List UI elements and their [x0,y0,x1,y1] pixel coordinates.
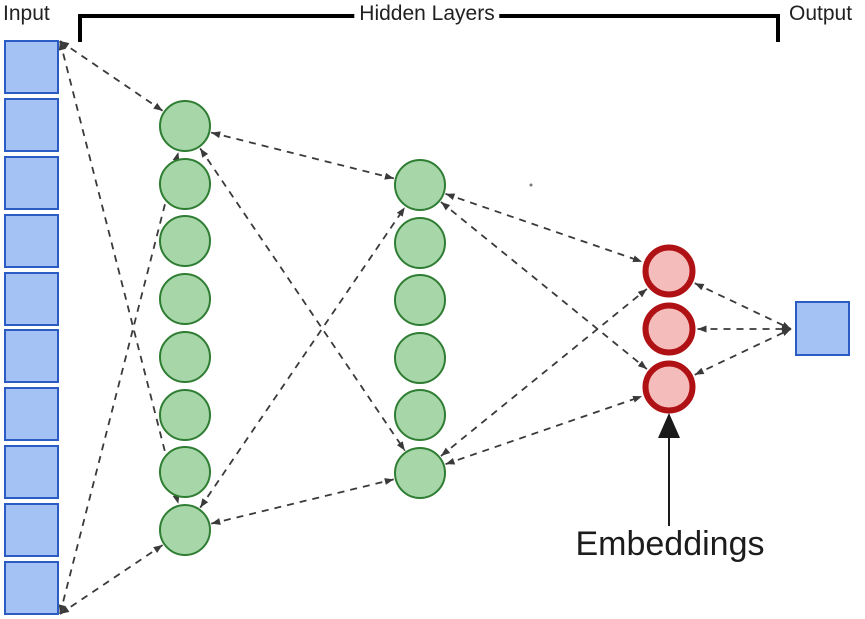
connection-line [694,328,792,376]
connection-line [694,282,792,330]
hidden1-node [159,273,211,325]
connection-line [199,147,406,452]
connection-line [445,395,643,466]
connection-line [199,206,406,509]
embeddings-label: Embeddings [575,525,765,563]
connection-line [59,40,164,112]
connection-line [58,151,180,615]
input-node [4,40,59,94]
connection-line [440,288,648,457]
hidden2-node [394,389,446,441]
hidden1-node [159,215,211,267]
input-node [4,387,59,441]
hidden1-node [159,389,211,441]
hidden1-node [159,158,211,210]
hidden-layers-label: Hidden Layers [354,2,500,26]
hidden2-node [394,274,446,326]
embedding-node [642,360,696,414]
output-node [795,301,850,356]
connection-line [211,478,394,525]
hidden1-node [159,446,211,498]
hidden1-node [159,504,211,556]
hidden1-node [159,331,211,383]
input-node [4,214,59,268]
connection-line [59,544,164,615]
stray-mark [529,183,533,187]
input-node [4,503,59,557]
output-label: Output [789,2,853,25]
input-node [4,156,59,210]
input-node [4,272,59,326]
embedding-node [642,244,696,298]
connection-line [445,192,643,263]
hidden2-node [394,447,446,499]
hidden2-node [394,217,446,269]
input-label: Input [3,2,50,25]
connection-line [440,201,648,370]
embeddings-arrowhead [658,413,680,438]
hidden2-node [394,159,446,211]
input-node [4,329,59,383]
embedding-node [642,302,696,356]
input-node [4,445,59,499]
hidden1-node [159,100,211,152]
hidden2-node [394,332,446,384]
connection-line [210,131,395,180]
input-node [4,561,59,615]
input-node [4,98,59,152]
